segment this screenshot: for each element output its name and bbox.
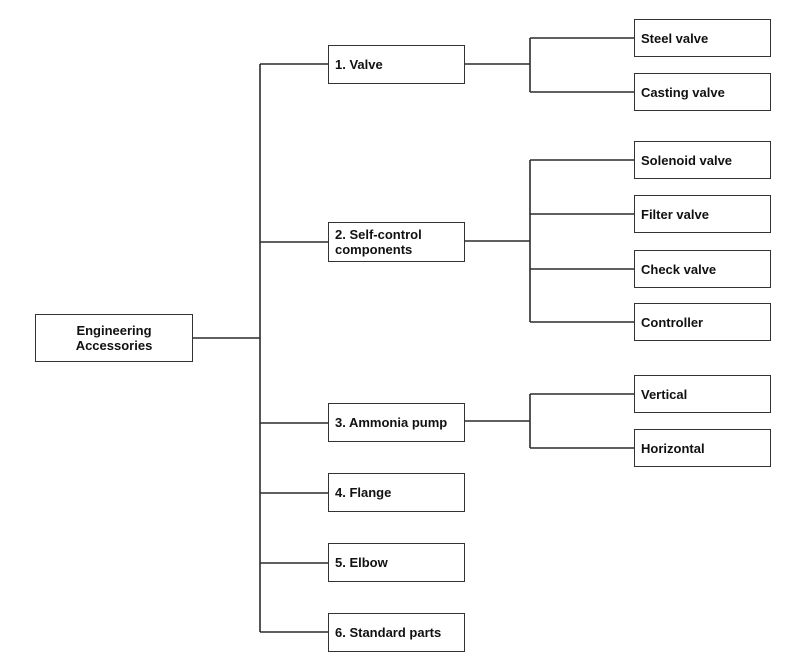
category-standard-parts: 6. Standard parts xyxy=(328,613,465,652)
leaf-horizontal: Horizontal xyxy=(634,429,771,467)
leaf-label: Casting valve xyxy=(641,84,725,100)
category-self-control-components: 2. Self-control components xyxy=(328,222,465,262)
leaf-label: Controller xyxy=(641,314,704,330)
leaf-label: Horizontal xyxy=(641,440,705,456)
category-label: 5. Elbow xyxy=(335,555,388,570)
category-label: 4. Flange xyxy=(335,485,392,500)
leaf-label: Vertical xyxy=(641,386,688,402)
root-node-label: Engineering Accessories xyxy=(75,323,153,353)
category-ammonia-pump: 3. Ammonia pump xyxy=(328,403,465,442)
leaf-controller: Controller xyxy=(634,303,771,341)
category-label: 3. Ammonia pump xyxy=(335,415,448,430)
leaf-label: Solenoid valve xyxy=(641,152,733,168)
category-flange: 4. Flange xyxy=(328,473,465,512)
leaf-label: Filter valve xyxy=(641,206,709,222)
category-label: 1. Valve xyxy=(335,57,383,72)
category-elbow: 5. Elbow xyxy=(328,543,465,582)
category-label: 2. Self-control components xyxy=(335,227,422,257)
category-valve: 1. Valve xyxy=(328,45,465,84)
leaf-label: Steel valve xyxy=(641,30,709,46)
leaf-solenoid-valve: Solenoid valve xyxy=(634,141,771,179)
leaf-vertical: Vertical xyxy=(634,375,771,413)
leaf-steel-valve: Steel valve xyxy=(634,19,771,57)
root-node: Engineering Accessories xyxy=(35,314,193,362)
leaf-check-valve: Check valve xyxy=(634,250,771,288)
leaf-casting-valve: Casting valve xyxy=(634,73,771,111)
category-label: 6. Standard parts xyxy=(335,625,442,640)
leaf-filter-valve: Filter valve xyxy=(634,195,771,233)
leaf-label: Check valve xyxy=(641,261,717,277)
